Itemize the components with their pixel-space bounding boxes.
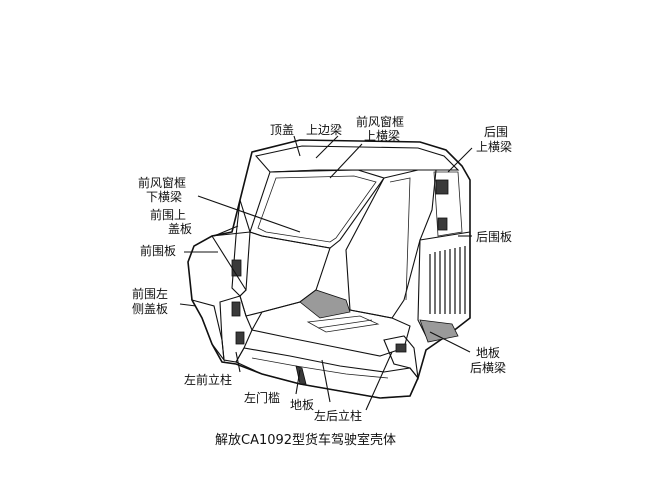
label-front-panel: 前围板 [140, 243, 176, 258]
left-rear-pillar-shape [383, 335, 419, 380]
label-windshield-lower-line2: 下横梁 [146, 189, 182, 204]
label-rear-panel: 后围板 [476, 230, 512, 244]
rear-window-outline [433, 171, 463, 237]
label-windshield-upper-line2: 上横梁 [364, 128, 400, 143]
label-left-front-pillar: 左前立柱 [184, 372, 232, 387]
label-floor-rear-line1: 地板 [476, 346, 500, 360]
label-front-upper-cover-line2: 盖板 [168, 222, 192, 236]
leader-lines [179, 135, 473, 411]
part-labels: 顶盖 上边梁 前风窗框 上横梁 后围 上横梁 前风窗框 下横梁 前围上 盖板 前… [132, 114, 512, 423]
cab-illustration [187, 139, 471, 399]
label-front-left-cover-line1: 前围左 [132, 286, 168, 301]
label-left-sill: 左门槛 [244, 390, 280, 405]
label-windshield-upper-line1: 前风窗框 [356, 114, 404, 129]
rear-vent-grille [429, 246, 466, 314]
label-front-left-cover-line2: 侧盖板 [132, 302, 168, 316]
label-front-upper-cover-line1: 前围上 [150, 207, 186, 222]
label-roof: 顶盖 [270, 123, 294, 137]
label-floor-rear-line2: 后横梁 [470, 360, 506, 375]
back-wall [345, 169, 437, 319]
label-floor: 地板 [290, 398, 314, 412]
label-upper-side-beam: 上边梁 [306, 122, 342, 137]
label-rear-upper-line1: 后围 [484, 125, 508, 139]
label-rear-upper-line2: 上横梁 [476, 139, 512, 154]
left-side-cover [190, 299, 225, 362]
figure-caption: 解放CA1092型货车驾驶室壳体 [215, 432, 396, 448]
floor-rear-beam-shape [419, 319, 459, 343]
cab-outer-shell [187, 139, 471, 399]
label-left-rear-pillar: 左后立柱 [314, 408, 362, 423]
label-windshield-lower-line1: 前风窗框 [138, 175, 186, 190]
